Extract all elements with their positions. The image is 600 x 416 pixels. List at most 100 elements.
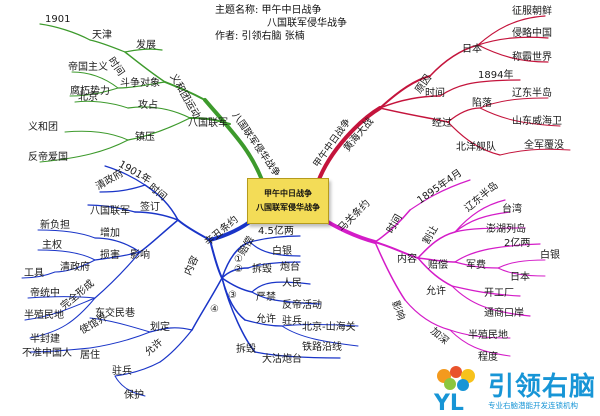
green-target: 斗争对象 [120, 76, 160, 89]
blue-semicolonial: 半殖民地 [24, 308, 64, 321]
blue-quarter: 使馆界 [77, 310, 109, 336]
magenta-time: 时间 [383, 212, 404, 236]
blue-harm: 损害 [100, 248, 120, 261]
red-wiped: 全军覆没 [524, 138, 564, 151]
blue-allow-garr: 允许 [142, 335, 166, 358]
header-subtopic: 八国联军侵华战争 [267, 18, 347, 29]
green-develop: 发展 [136, 38, 156, 51]
magenta-deepen: 加深 [428, 325, 451, 347]
red-japan: 日本 [462, 42, 482, 55]
green-boxers: 义和团 [28, 121, 58, 133]
magenta-branch-lines [316, 179, 546, 357]
magenta-ports: 通商口岸 [484, 306, 524, 319]
red-dominate: 称霸世界 [512, 50, 552, 63]
blue-baiyin: 白银 [272, 244, 292, 257]
blue-permit: 允许 [256, 312, 276, 325]
brand-slogan: 专业右脑潜能开发连锁机构 [488, 401, 578, 410]
magenta-baiyin: 白银 [540, 248, 560, 261]
brand-name: 引领右脑 [488, 372, 597, 402]
blue-sign: 签订 [140, 200, 160, 213]
blue-garrison: 驻兵 [282, 314, 302, 327]
green-place: 天津 [92, 29, 112, 41]
logo-text: YL [433, 391, 464, 414]
red-invade: 侵略中国 [512, 26, 552, 39]
blue-qing2: 清政府 [60, 260, 90, 273]
magenta-degree: 程度 [478, 350, 498, 363]
red-course: 经过 [432, 116, 452, 129]
blue-complete: 完全形成 [58, 277, 97, 313]
central-topic-line2: 八国联军侵华战争 [256, 203, 320, 212]
magenta-title: 马关条约 [335, 197, 372, 234]
magenta-allow: 允许 [426, 284, 446, 297]
blue-tool: 工具 [24, 267, 44, 279]
red-liaodong: 辽东半岛 [512, 86, 552, 99]
red-conquer: 征服朝鲜 [512, 4, 552, 17]
blue-qing: 清政府 [93, 166, 125, 192]
brand-logo-area: YL 引领右脑 专业右脑潜能开发连锁机构 [430, 366, 598, 414]
blue-impact: 影响 [130, 248, 150, 261]
magenta-cede: 割让 [419, 223, 440, 247]
blue-branch-lines [21, 165, 359, 397]
blue-railway: 铁路沿线 [302, 340, 342, 353]
magenta-impact: 影响 [389, 299, 408, 322]
blue-rule: 帝统中 [30, 286, 60, 299]
blue-increase: 增加 [100, 226, 120, 239]
red-year: 1894年 [478, 68, 513, 81]
red-trunk-line [316, 106, 382, 184]
header-topic: 主题名称: 甲午中日战争 [215, 5, 322, 16]
magenta-silver: 2亿两 [504, 236, 530, 249]
magenta-liaodong: 辽东半岛 [462, 179, 501, 215]
green-feudal: 腐朽势力 [70, 84, 110, 97]
blue-prohibit: 严禁 [256, 291, 276, 303]
blue-fort: 炮台 [280, 260, 300, 273]
magenta-semicolonial: 半殖民地 [468, 328, 508, 341]
blue-demolish: 拆毁 [236, 342, 256, 355]
red-time: 时间 [425, 86, 445, 99]
green-imperialism: 帝国主义 [68, 60, 108, 73]
blue-num-2: ② [234, 264, 243, 275]
blue-legation: 东交民巷 [95, 306, 135, 319]
red-weihai: 山东威海卫 [512, 114, 562, 127]
blue-station: 驻兵 [112, 364, 132, 377]
blue-allied: 八国联军 [90, 205, 130, 217]
green-time: 时间 [106, 54, 128, 78]
diagram-header: 主题名称: 甲午中日战争 八国联军侵华战争 作者: 引领右脑 张楠 [215, 4, 347, 43]
blue-num-1: ① [234, 254, 243, 265]
magenta-factories: 开工厂 [484, 288, 514, 299]
blue-tear-down: 拆毁 [252, 262, 272, 275]
green-trunk-line [203, 98, 264, 182]
blue-sovereignty: 主权 [42, 238, 62, 251]
red-branch-lines [316, 15, 571, 184]
blue-antiimp: 反帝活动 [282, 298, 322, 311]
central-topic: 甲午中日战争 八国联军侵华战争 [247, 178, 329, 224]
magenta-indemnity: 赔偿 [428, 258, 448, 271]
green-attack: 攻占 [138, 98, 158, 111]
blue-num-3: ③ [228, 290, 237, 301]
blue-no-china: 不准中国人 [22, 346, 72, 359]
magenta-date: 1895年4月 [414, 166, 464, 206]
magenta-penghu: 澎湖列岛 [486, 222, 526, 235]
red-navy: 北洋舰队 [456, 140, 496, 153]
central-topic-line1: 甲午中日战争 [264, 189, 312, 198]
blue-new-burden: 新负担 [40, 218, 70, 231]
red-fall: 陷落 [472, 96, 492, 109]
green-allied: 八国联军 [188, 117, 228, 129]
blue-time: 时间 [146, 180, 170, 203]
blue-silver: 4.5亿两 [258, 224, 294, 237]
blue-num-4: ④ [210, 304, 219, 315]
header-author: 作者: 引领右脑 张楠 [215, 31, 305, 42]
blue-reside: 居住 [80, 348, 100, 361]
blue-indemnity: 赔偿 [235, 234, 256, 258]
magenta-japan: 日本 [510, 270, 530, 283]
green-suppress: 镇压 [135, 130, 155, 143]
blue-half-feudal: 半封建 [30, 332, 60, 345]
brain-logo-icon: YL [433, 366, 475, 414]
blue-content: 内容 [181, 254, 201, 278]
blue-protect: 保护 [124, 388, 144, 401]
blue-people: 人民 [282, 277, 302, 289]
magenta-branch-labels: 马关条约 时间 1895年4月 内容 割让 辽东半岛 台湾 澎湖列岛 赔偿 2亿… [335, 166, 560, 363]
magenta-taiwan: 台湾 [502, 202, 522, 215]
red-branch-labels: 甲午中日战争 黄海大战 原因 日本 征服朝鲜 侵略中国 称霸世界 时间 1894… [311, 4, 564, 170]
